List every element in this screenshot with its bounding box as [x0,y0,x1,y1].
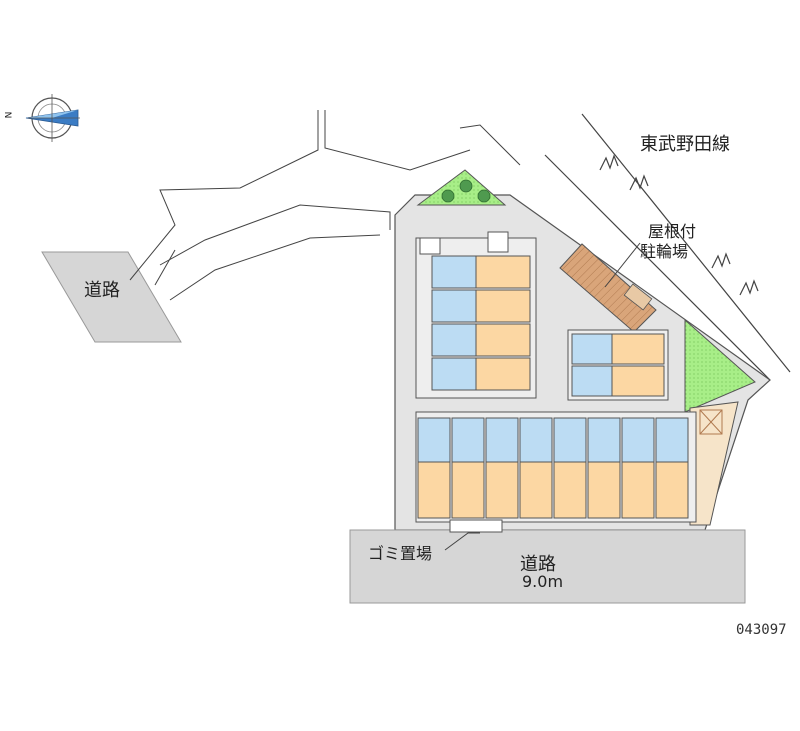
apartment-unit-bath [431,255,477,289]
apartment-unit-room [417,461,451,519]
building-left [415,231,537,399]
apartment-unit-room [475,289,531,323]
apartment-unit-bath [485,417,519,463]
tree-icon [441,179,491,203]
apartment-unit-bath [655,417,689,463]
road-left-label: 道路 [84,280,120,301]
building-bottom [415,411,697,523]
bike-shed-label: 屋根付 [648,222,697,241]
compass-north-label: N [4,111,15,119]
railway-label: 東武野田線 [640,134,730,155]
road-bottom-label: 道路 [520,554,556,575]
apartment-unit-room [655,461,689,519]
apartment-unit-room [475,255,531,289]
apartment-unit-room [485,461,519,519]
building-middle [567,329,669,401]
apartment-unit-bath [417,417,451,463]
road-bottom [349,529,746,604]
property-code: 043097 [736,622,787,638]
road-left [41,251,182,343]
apartment-unit-bath [451,417,485,463]
bike-shed-pointer [604,242,641,288]
apartment-unit-bath [431,357,477,391]
apartment-unit-bath [621,417,655,463]
apartment-unit-room [587,461,621,519]
apartment-unit-bath [571,365,613,397]
apartment-unit-bath [431,289,477,323]
apartment-unit-room [611,333,665,365]
apartment-unit-bath [587,417,621,463]
apartment-unit-bath [553,417,587,463]
apartment-unit-room [611,365,665,397]
apartment-unit-room [519,461,553,519]
road-width-label: 9.0m [522,572,564,591]
apartment-unit-room [621,461,655,519]
apartment-unit-room [475,323,531,357]
garbage-pointer [444,532,480,551]
compass-icon [25,94,80,142]
apartment-unit-room [553,461,587,519]
greenery-right [684,318,756,413]
bike-shed-label-2: 駐輪場 [640,242,689,261]
bike-shed [559,243,657,333]
neighbour-lines [129,110,521,301]
railway-lines [544,113,791,381]
apartment-unit-bath [571,333,613,365]
garbage-label: ゴミ置場 [368,544,433,563]
apartment-unit-bath [519,417,553,463]
apartment-unit-room [475,357,531,391]
apartment-unit-room [451,461,485,519]
apartment-unit-bath [431,323,477,357]
garbage-area [449,519,503,533]
